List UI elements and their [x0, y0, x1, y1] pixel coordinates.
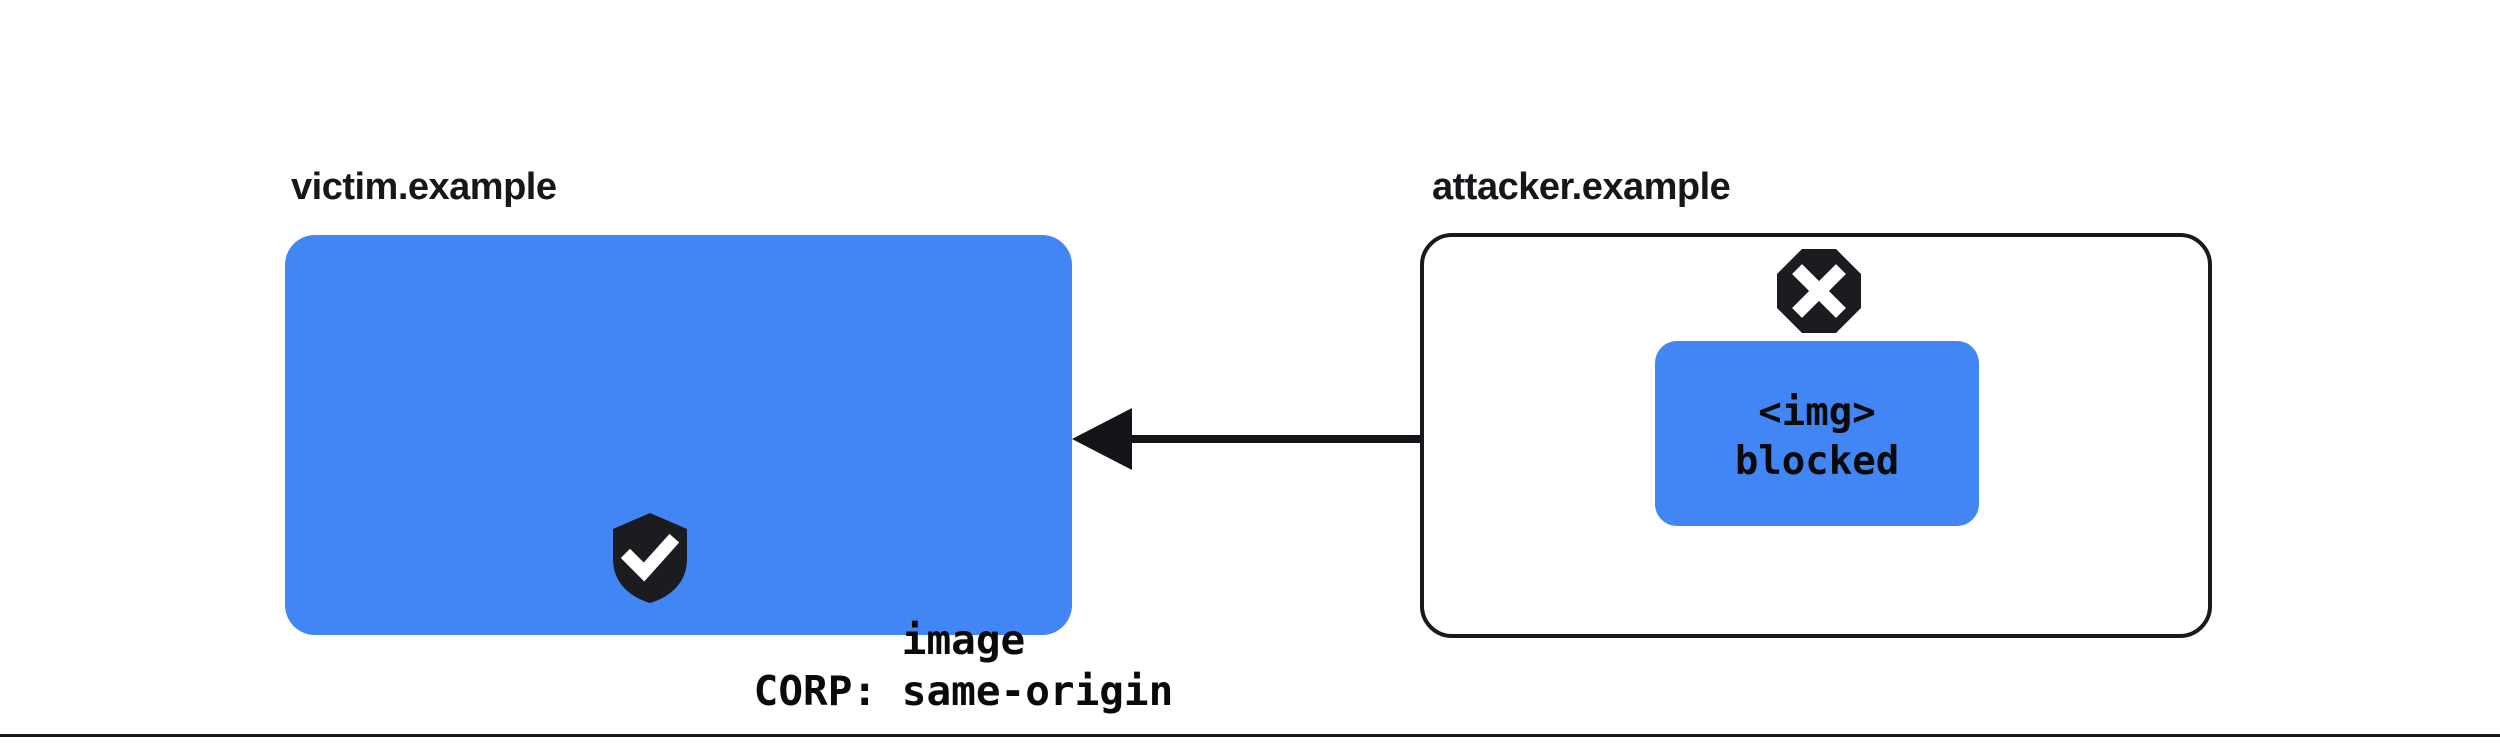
- victim-origin-label: victim.example: [291, 166, 557, 208]
- bottom-divider: [0, 734, 2500, 737]
- shield-check-icon: [613, 513, 687, 603]
- attacker-origin-label: attacker.example: [1432, 166, 1731, 208]
- attacker-image-element-text: <img> blocked: [1734, 390, 1900, 484]
- victim-origin-panel: image CORP: same-origin: [285, 235, 1173, 715]
- cross-origin-request-arrow: [1060, 405, 1660, 475]
- attacker-image-element-box: <img> blocked: [1655, 341, 1979, 526]
- octagon-x-icon: [1777, 249, 1861, 333]
- victim-resource-text: image CORP: same-origin: [753, 616, 1174, 716]
